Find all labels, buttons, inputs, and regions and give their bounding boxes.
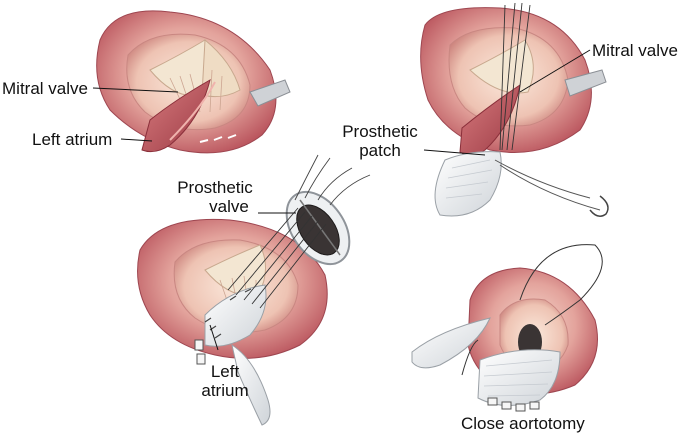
label-mitral-valve-right: Mitral valve [592,41,678,60]
label-left-atrium-bottom-line1: Left [210,362,240,381]
panel-bottom-left-heart [137,154,371,426]
label-prosthetic-patch-line1: Prosthetic [342,122,418,141]
panel-top-left-heart [92,10,291,154]
label-mitral-valve-left: Mitral valve [2,79,88,98]
label-prosthetic-valve: Prosthetic valve [170,178,260,216]
label-prosthetic-valve-line2: valve [209,197,249,216]
label-left-atrium-bottom-line2: atrium [201,381,249,400]
label-left-atrium-top: Left atrium [32,130,113,149]
panel-bottom-right-heart [411,244,603,412]
label-close-aortotomy: Close aortotomy [461,414,585,433]
label-left-atrium-bottom: Left atrium [190,362,260,400]
label-prosthetic-patch-line2: patch [359,141,401,160]
label-prosthetic-valve-line1: Prosthetic [177,178,253,197]
panel-top-right-heart [420,2,609,217]
label-prosthetic-patch: Prosthetic patch [335,122,425,160]
